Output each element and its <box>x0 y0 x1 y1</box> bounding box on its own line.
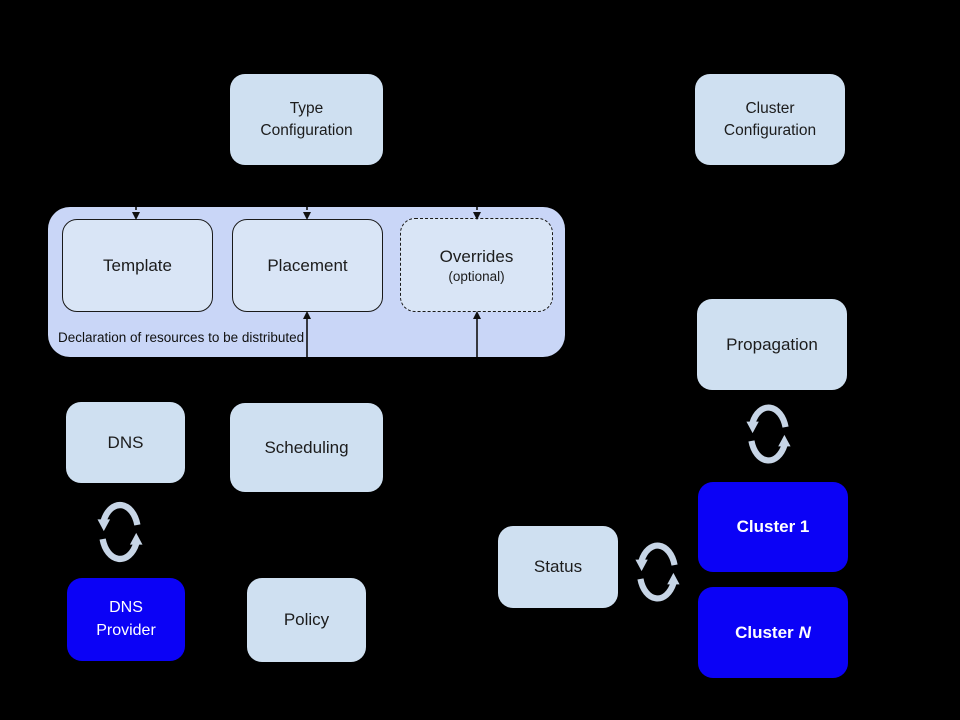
dns-provider-label-line2: Provider <box>96 621 156 639</box>
status-label: Status <box>533 557 583 577</box>
sync-icon-dns <box>97 501 143 563</box>
placement-label: Placement <box>267 255 348 275</box>
type-configuration-label-line1: Type <box>289 99 324 117</box>
cluster-n-box: Cluster N <box>698 587 848 678</box>
sync-icon-propagation <box>746 404 791 464</box>
arrow-into-template <box>132 207 140 220</box>
cluster-1-label: Cluster 1 <box>736 517 810 537</box>
template-box: Template <box>62 219 213 312</box>
type-configuration-label-line2: Configuration <box>260 121 353 139</box>
scheduling-label: Scheduling <box>264 437 349 457</box>
template-label: Template <box>103 255 172 275</box>
placement-box: Placement <box>232 219 383 312</box>
cluster-configuration-box: Cluster Configuration <box>695 74 845 165</box>
dns-label: DNS <box>107 432 144 452</box>
sync-icon-status <box>635 542 680 602</box>
cluster-n-label-suffix: N <box>798 622 811 642</box>
arrow-from-policy-into-overrides <box>473 311 481 357</box>
cluster-n-label: Cluster N <box>735 621 811 645</box>
dns-provider-label-line1: DNS <box>109 599 143 617</box>
propagation-box: Propagation <box>697 299 847 390</box>
dns-box: DNS <box>66 402 185 483</box>
propagation-label: Propagation <box>726 334 818 354</box>
arrow-from-scheduling-into-placement <box>303 311 311 357</box>
overrides-sublabel: (optional) <box>448 269 505 285</box>
cluster-configuration-label-line1: Cluster <box>745 99 795 117</box>
overrides-label: Overrides <box>439 247 514 267</box>
container-caption: Declaration of resources to be distribut… <box>58 330 305 345</box>
dns-provider-box: DNS Provider <box>67 578 185 661</box>
type-configuration-box: Type Configuration <box>230 74 383 165</box>
overrides-box: Overrides (optional) <box>400 218 553 312</box>
cluster-1-box: Cluster 1 <box>698 482 848 572</box>
policy-box: Policy <box>247 578 366 662</box>
resource-declaration-container: Template Placement Overrides (optional) … <box>48 207 565 357</box>
scheduling-box: Scheduling <box>230 403 383 492</box>
arrow-into-overrides <box>473 207 481 220</box>
policy-label: Policy <box>283 610 330 630</box>
status-box: Status <box>498 526 618 608</box>
cluster-configuration-label-line2: Configuration <box>723 121 817 139</box>
cluster-n-label-prefix: Cluster <box>735 622 794 642</box>
arrow-into-placement <box>303 207 311 220</box>
